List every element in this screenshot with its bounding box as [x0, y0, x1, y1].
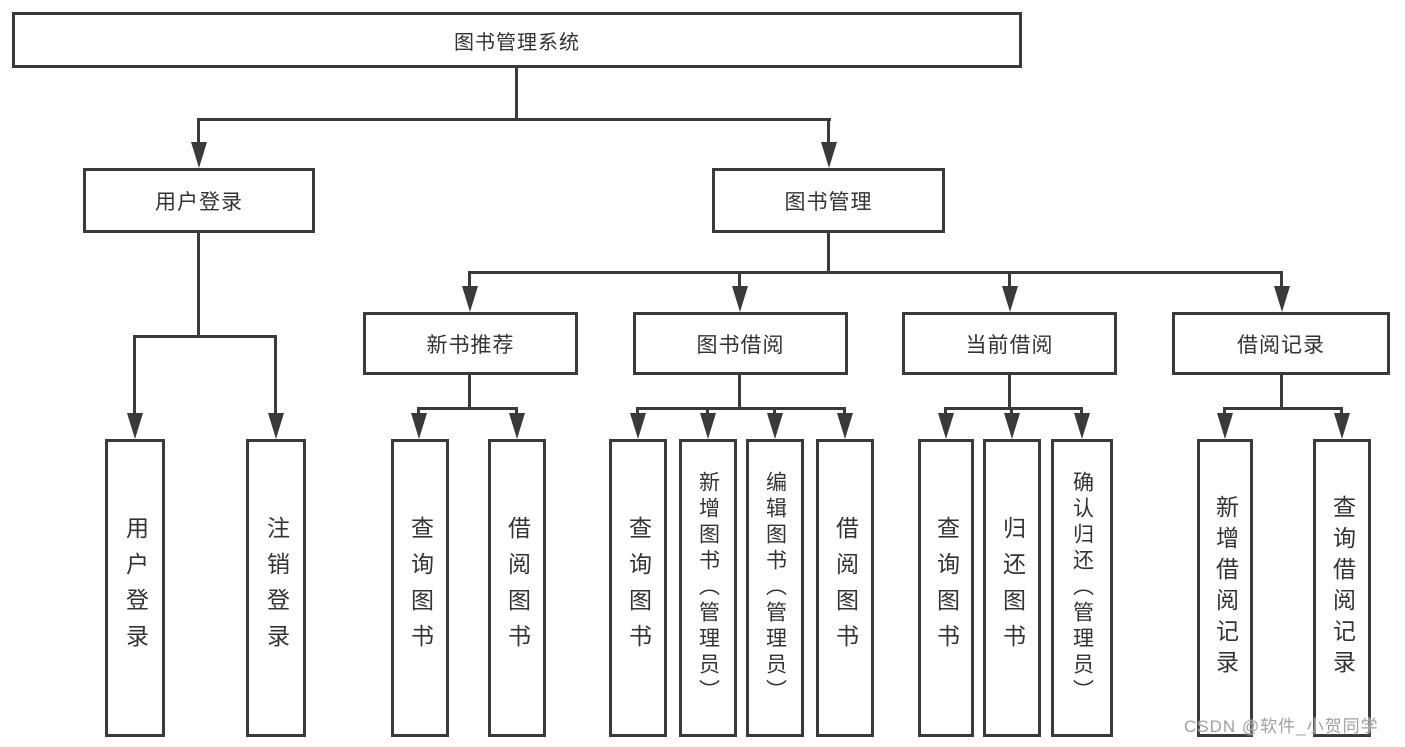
arrowhead-user-login: [191, 142, 207, 168]
node-book-mgmt: 图书管理: [712, 168, 945, 233]
leaf-label: 借阅图书: [832, 516, 859, 660]
leaf-return-books: 归还图书: [983, 439, 1041, 737]
leaf-label: 编辑图书（管理员）: [763, 471, 787, 705]
leaf-query-borrow-record: 查询借阅记录: [1313, 439, 1371, 737]
connector-user-login-feed: [197, 233, 200, 338]
arrowhead-login-leaf: [127, 413, 143, 439]
connector-book-borrow-bar: [636, 407, 846, 410]
arrowhead-book-borrow: [732, 286, 748, 312]
node-label: 借阅记录: [1237, 333, 1325, 357]
leaf-user-login: 用户登录: [105, 439, 165, 737]
leaf-logout: 注销登录: [246, 439, 306, 737]
arrowhead-book-mgmt: [821, 142, 837, 168]
leaf-label: 新增图书（管理员）: [696, 471, 720, 705]
leaf-label: 查询图书: [933, 516, 960, 660]
node-new-book: 新书推荐: [363, 312, 578, 375]
arrowhead-leaf: [767, 413, 783, 439]
connector-drop-leaf: [1080, 407, 1083, 417]
leaf-label: 查询图书: [407, 516, 434, 660]
leaf-label: 借阅图书: [504, 516, 531, 660]
connector-level1-bar: [197, 118, 831, 121]
connector-drop-leaf: [1340, 407, 1343, 417]
node-book-borrow: 图书借阅: [633, 312, 848, 375]
connector-drop-leaf: [1010, 407, 1013, 417]
arrowhead-leaf: [938, 413, 954, 439]
node-root-library-system: 图书管理系统: [12, 12, 1022, 68]
leaf-label: 确认归还（管理员）: [1070, 471, 1094, 705]
connector-current-borrow-feed: [1008, 375, 1011, 410]
arrowhead-leaf: [700, 413, 716, 439]
arrowhead-leaf: [1074, 413, 1090, 439]
connector-drop-leaf: [636, 407, 639, 417]
connector-drop-leaf: [706, 407, 709, 417]
node-label: 图书管理系统: [454, 31, 580, 54]
leaf-add-book-admin: 新增图书（管理员）: [679, 439, 737, 737]
connector-level3-bar: [468, 271, 1283, 274]
connector-user-login-bar: [133, 335, 277, 338]
arrowhead-leaf: [630, 413, 646, 439]
leaf-borrow-query-books: 查询图书: [609, 439, 667, 737]
leaf-newbook-query-books: 查询图书: [391, 439, 449, 737]
leaf-current-query-books: 查询图书: [918, 439, 974, 737]
connector-drop-borrow-record: [1280, 271, 1283, 291]
arrowhead-leaf: [1004, 413, 1020, 439]
connector-drop-leaf: [1223, 407, 1226, 417]
connector-new-book-feed: [468, 375, 471, 410]
connector-drop-new-book: [468, 271, 471, 291]
arrowhead-current-borrow: [1002, 286, 1018, 312]
connector-drop-leaf: [843, 407, 846, 417]
arrowhead-leaf: [837, 413, 853, 439]
csdn-watermark: CSDN @软件_小贺同学: [1184, 717, 1379, 736]
connector-drop-leaf: [515, 407, 518, 417]
leaf-add-borrow-record: 新增借阅记录: [1197, 439, 1253, 737]
arrowhead-new-book: [462, 286, 478, 312]
connector-book-borrow-feed: [738, 375, 741, 410]
leaf-label: 查询图书: [625, 516, 652, 660]
arrowhead-leaf: [509, 413, 525, 439]
connector-drop-current-borrow: [1008, 271, 1011, 291]
arrowhead-borrow-record: [1274, 286, 1290, 312]
leaf-confirm-return-admin: 确认归还（管理员）: [1051, 439, 1113, 737]
leaf-borrow-borrow-books: 借阅图书: [816, 439, 874, 737]
node-borrow-record: 借阅记录: [1172, 312, 1390, 375]
connector-drop-user-login: [197, 118, 200, 150]
connector-drop-login-leaf: [133, 335, 136, 416]
arrowhead-logout-leaf: [268, 413, 284, 439]
leaf-label: 归还图书: [999, 516, 1026, 660]
connector-drop-book-mgmt: [827, 118, 830, 150]
node-label: 新书推荐: [426, 333, 515, 357]
leaf-label: 用户登录: [122, 516, 149, 660]
connector-current-borrow-bar: [944, 407, 1083, 410]
leaf-label: 查询借阅记录: [1329, 495, 1356, 681]
leaf-newbook-borrow-books: 借阅图书: [488, 439, 546, 737]
connector-drop-logout-leaf: [274, 335, 277, 416]
node-label: 图书借阅: [696, 333, 785, 357]
node-label: 用户登录: [155, 190, 243, 214]
connector-drop-leaf: [417, 407, 420, 417]
leaf-label: 新增借阅记录: [1212, 495, 1239, 681]
connector-borrow-record-bar: [1223, 407, 1343, 410]
connector-drop-book-borrow: [738, 271, 741, 291]
leaf-edit-book-admin: 编辑图书（管理员）: [746, 439, 804, 737]
arrowhead-leaf: [1334, 413, 1350, 439]
leaf-label: 注销登录: [263, 516, 290, 660]
node-label: 图书管理: [784, 190, 873, 214]
connector-root-feed: [515, 68, 518, 120]
connector-borrow-record-feed: [1280, 375, 1283, 410]
connector-drop-leaf: [944, 407, 947, 417]
connector-book-mgmt-feed: [827, 233, 830, 274]
node-label: 当前借阅: [965, 333, 1054, 357]
node-current-borrow: 当前借阅: [902, 312, 1117, 375]
connector-new-book-bar: [417, 407, 518, 410]
arrowhead-leaf: [411, 413, 427, 439]
node-user-login: 用户登录: [83, 168, 315, 233]
arrowhead-leaf: [1217, 413, 1233, 439]
connector-drop-leaf: [773, 407, 776, 417]
